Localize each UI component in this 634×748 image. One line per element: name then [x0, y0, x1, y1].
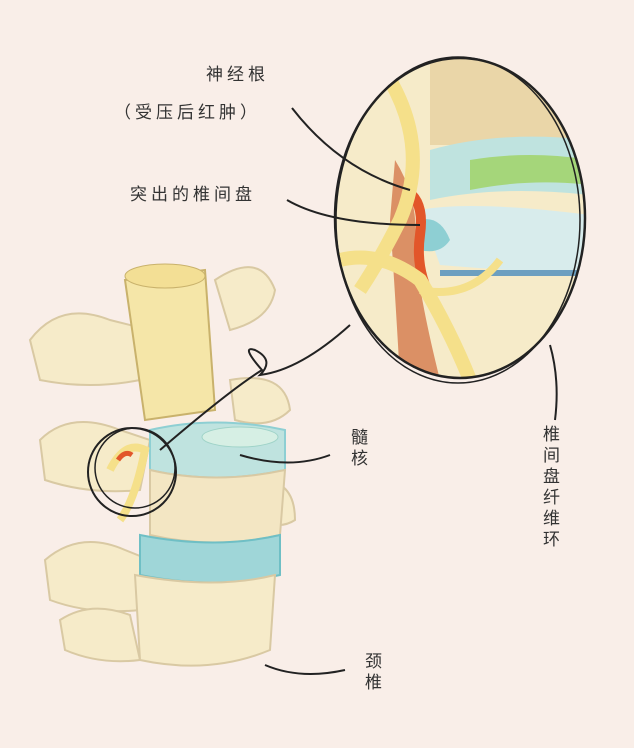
- label-nerve-root: 神经根: [206, 65, 269, 85]
- leader-lines: [239, 107, 558, 675]
- vertebral-body-lower: [133, 573, 277, 667]
- spinal-cord: [123, 268, 217, 422]
- label-nerve-root-note: （受压后红肿）: [114, 103, 261, 123]
- magnify-connector: [159, 324, 351, 451]
- vertebra-processes: [28, 266, 297, 663]
- label-nucleus-pulposus: 髓核: [347, 428, 367, 470]
- nucleus: [201, 426, 279, 448]
- vertebral-column: [133, 421, 287, 667]
- inflamed-small: [115, 450, 134, 462]
- spinal-cord-top: [124, 263, 206, 289]
- magnified-view: [335, 58, 585, 378]
- disc-lower: [139, 533, 281, 584]
- label-annulus-fibrosus: 椎间盘纤维环: [539, 425, 559, 551]
- label-herniated-disc: 突出的椎间盘: [130, 185, 256, 205]
- vertebral-body: [149, 468, 287, 544]
- small-highlight-circle-2: [94, 427, 176, 509]
- magnify-circle-2: [335, 56, 581, 384]
- label-cervical-vertebra: 颈椎: [361, 652, 381, 694]
